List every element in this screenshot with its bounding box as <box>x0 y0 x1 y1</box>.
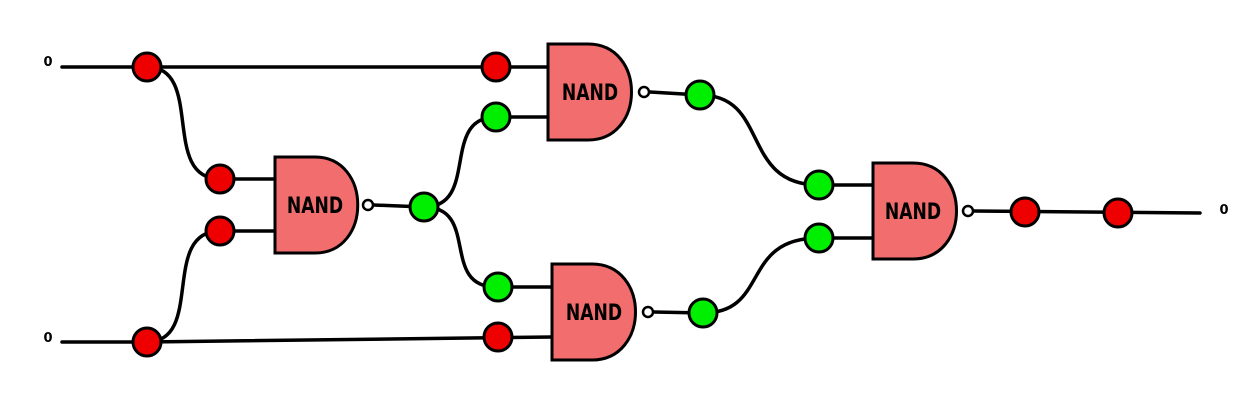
node-g4-in-top <box>803 169 835 201</box>
node-g1-in-bottom <box>204 215 236 247</box>
gate-3-body <box>550 262 637 362</box>
gate-3: NAND <box>550 262 655 362</box>
gate-2-label: NAND <box>562 80 618 106</box>
node-input-b-split <box>131 326 163 358</box>
wire-g1-to-g3 <box>422 205 554 289</box>
node-output <box>1102 197 1134 229</box>
gate-3-label: NAND <box>566 300 622 326</box>
gate-1: NAND <box>273 155 375 255</box>
gate-4-body <box>871 161 958 261</box>
gate-4-label: NAND <box>885 199 941 225</box>
output-value: 0 <box>1219 203 1228 218</box>
wire-g4-out <box>971 209 1202 215</box>
gate-2-not-bubble <box>637 85 651 99</box>
node-g3-out <box>687 297 719 329</box>
wire-g1-to-g2 <box>422 115 550 209</box>
node-g2-in-bottom <box>480 101 512 133</box>
gate-4: NAND <box>871 161 975 261</box>
wire-b-to-g1 <box>145 229 275 344</box>
gate-3-not-bubble <box>641 305 655 319</box>
node-input-a-split <box>131 51 163 83</box>
input-b-value: 0 <box>43 331 52 346</box>
wire-a-to-g1 <box>145 65 275 181</box>
gate-4-not-bubble <box>961 204 975 218</box>
gate-2: NAND <box>546 42 651 142</box>
node-g4-out <box>1009 196 1041 228</box>
node-g2-in-top <box>480 51 512 83</box>
node-g4-in-bottom <box>803 222 835 254</box>
node-g2-out <box>684 79 716 111</box>
gate-2-body <box>546 42 633 142</box>
gate-1-label: NAND <box>287 193 343 219</box>
node-g3-in-top <box>482 271 514 303</box>
input-a-value: 0 <box>43 55 52 70</box>
wire-g3-to-g4 <box>701 236 875 315</box>
node-g3-in-bottom <box>482 321 514 353</box>
wire-g2-to-g4 <box>698 93 875 187</box>
wires <box>60 65 1202 344</box>
node-g1-out <box>408 191 440 223</box>
gate-1-body <box>273 155 360 255</box>
signal-nodes <box>131 51 1134 358</box>
node-g1-in-top <box>204 163 236 195</box>
gate-1-not-bubble <box>361 198 375 212</box>
